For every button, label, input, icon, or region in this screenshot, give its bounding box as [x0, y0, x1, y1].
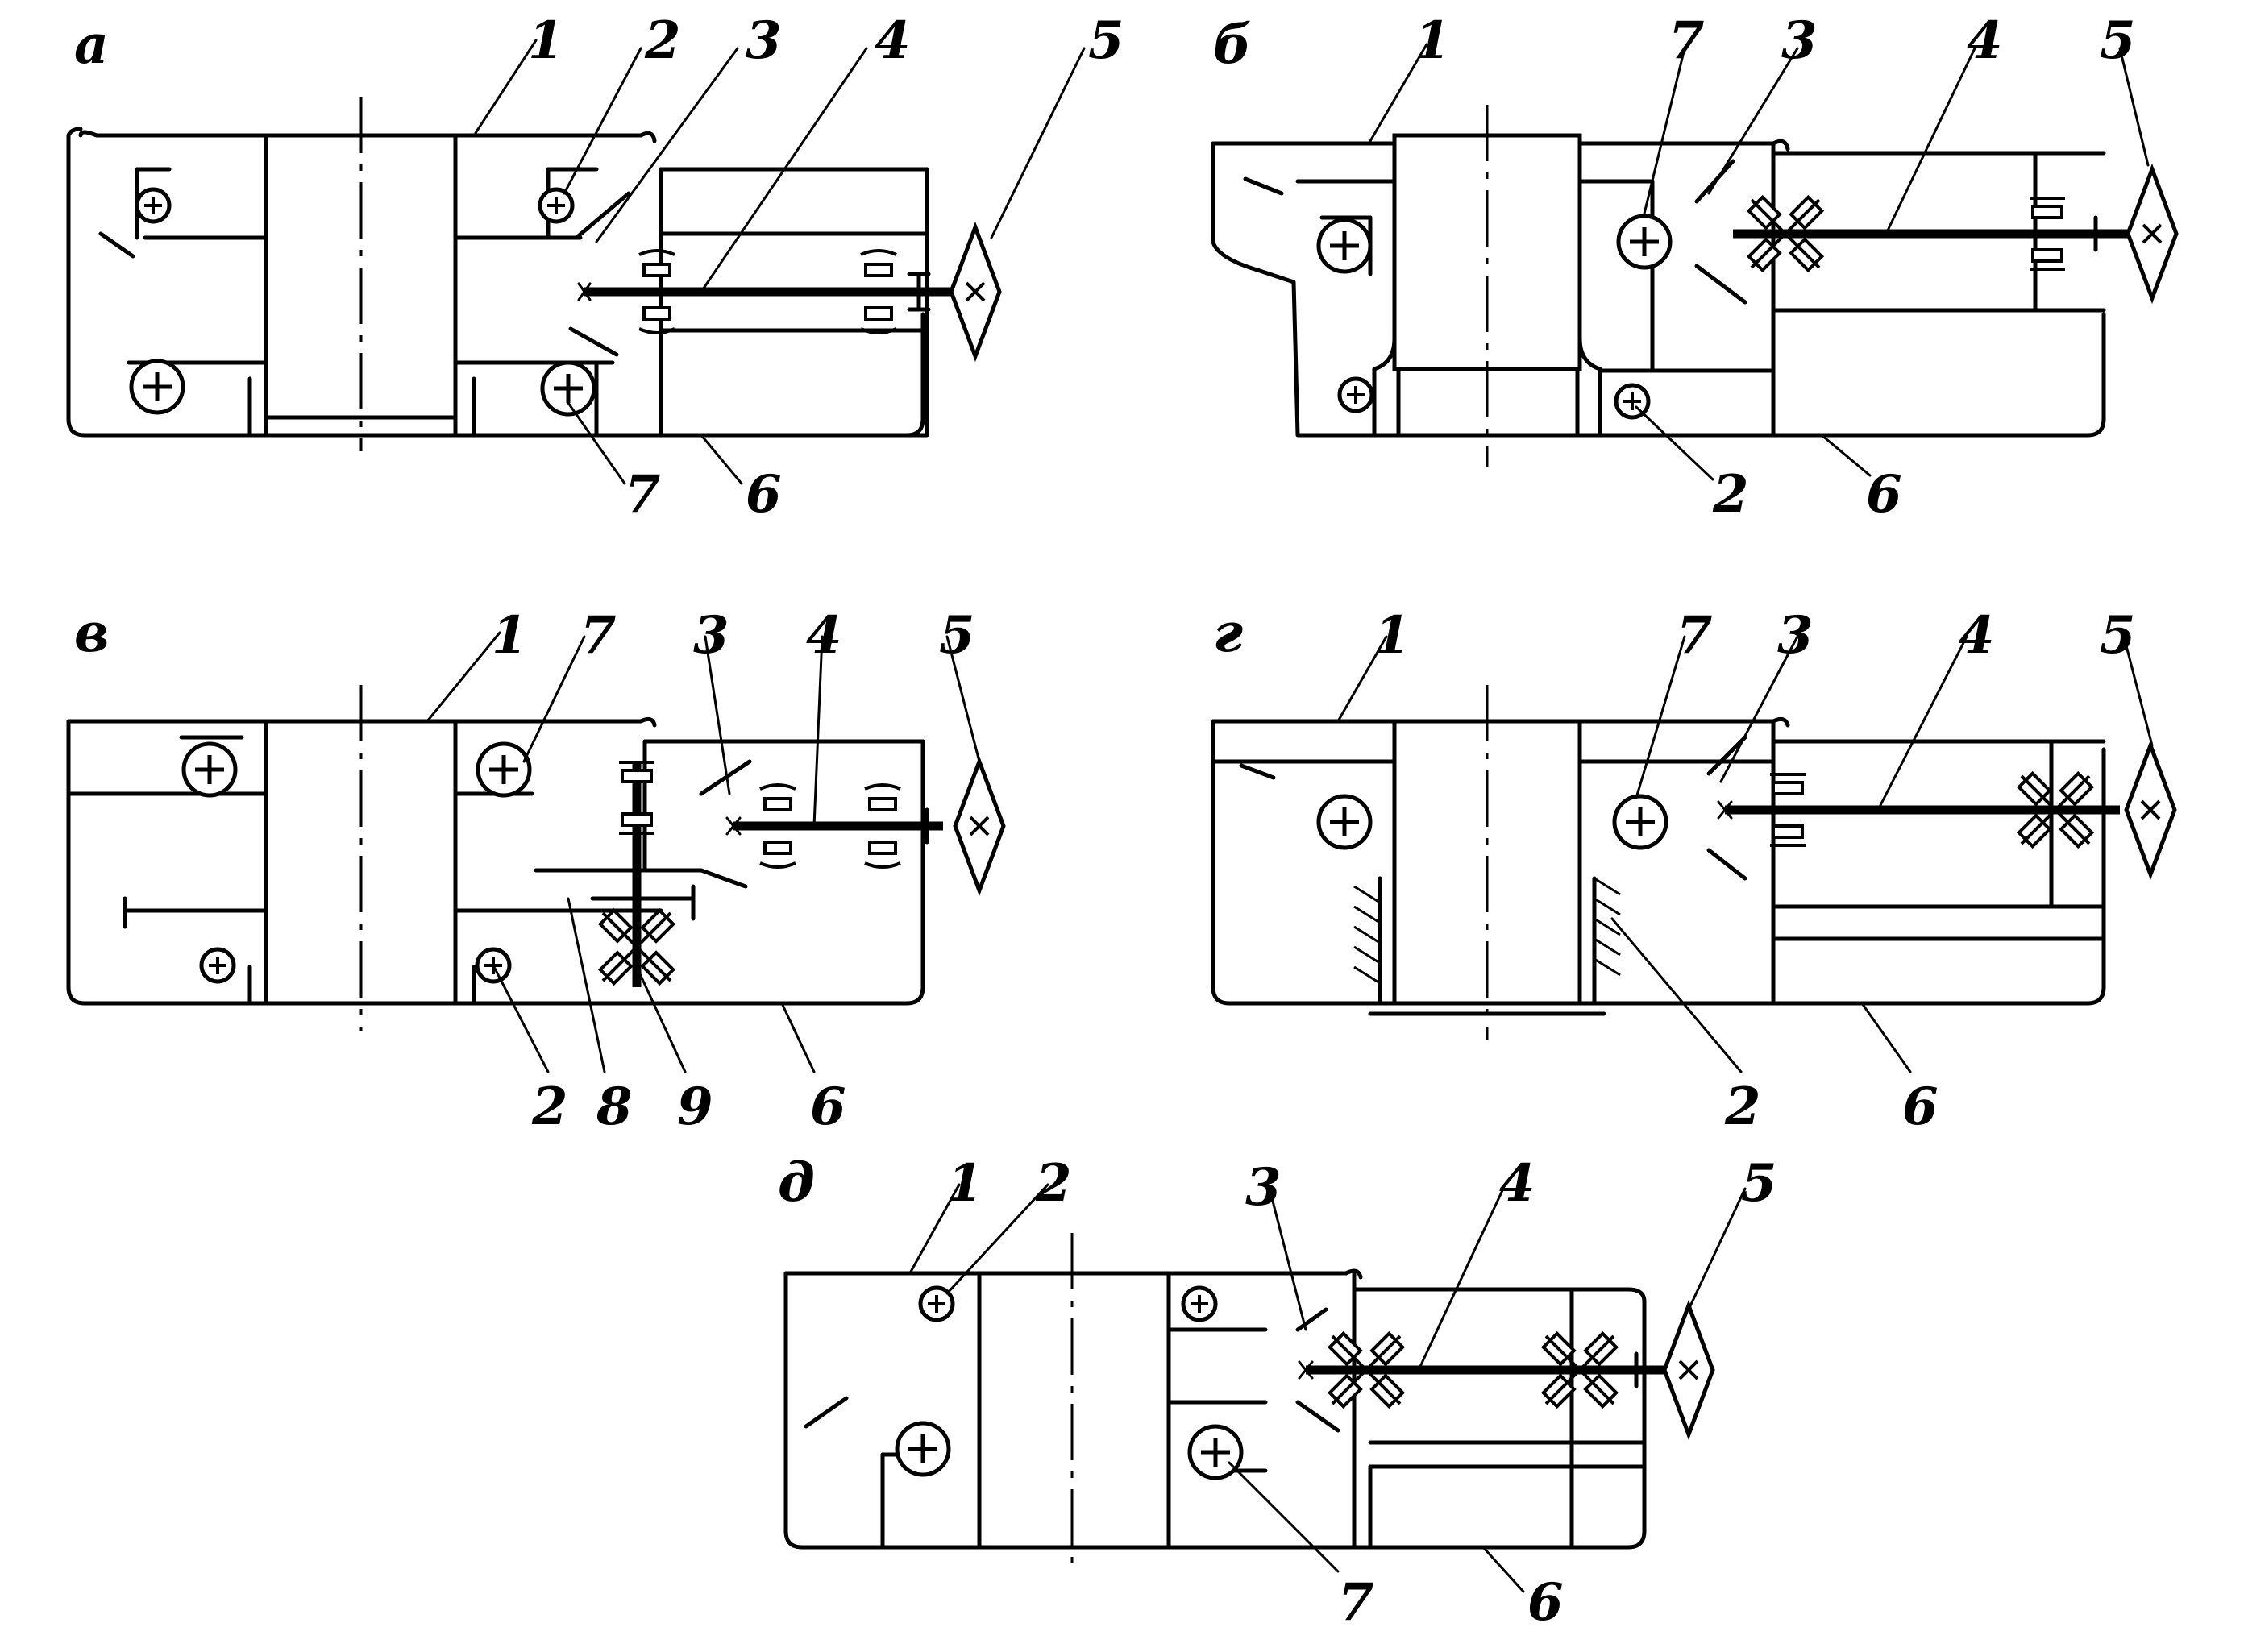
label-g-2: 2	[1724, 1077, 1761, 1137]
label-d-4: 4	[1499, 1153, 1535, 1214]
label-v-6: 6	[810, 1077, 846, 1137]
label-b-6: 6	[1866, 464, 1902, 525]
label-d-3: 3	[1245, 1157, 1282, 1218]
label-d-6: 6	[1527, 1572, 1564, 1633]
hatch-right	[1594, 877, 1621, 977]
label-v-7: 7	[580, 605, 617, 666]
panel-letter-a: а	[74, 13, 109, 76]
label-v-2: 2	[531, 1077, 568, 1137]
panel-v: в	[66, 601, 1004, 1137]
label-g-3: 3	[1777, 605, 1814, 666]
panel-d: д	[778, 1151, 1777, 1633]
hatch-left	[1353, 885, 1381, 985]
label-b-7: 7	[1668, 10, 1705, 71]
label-b-4: 4	[1967, 10, 2003, 71]
panel-letter-g: г	[1213, 601, 1243, 664]
label-a-3: 3	[746, 10, 782, 71]
panel-letter-b: б	[1213, 13, 1252, 76]
label-a-2: 2	[644, 10, 681, 71]
label-a-6: 6	[746, 464, 782, 525]
label-d-1: 1	[947, 1153, 983, 1214]
label-a-5: 5	[1088, 10, 1124, 71]
label-a-7: 7	[625, 464, 661, 525]
panel-b: б	[1211, 10, 2176, 525]
label-v-3: 3	[693, 605, 729, 666]
panel-letter-d: д	[778, 1151, 815, 1214]
label-g-7: 7	[1677, 605, 1713, 666]
label-v-1: 1	[492, 605, 528, 666]
label-v-9: 9	[677, 1077, 713, 1137]
label-b-3: 3	[1781, 10, 1818, 71]
label-b-1: 1	[1415, 10, 1451, 71]
label-g-5: 5	[2100, 605, 2136, 666]
label-d-2: 2	[1035, 1153, 1072, 1214]
label-g-6: 6	[1902, 1077, 1939, 1137]
label-v-5: 5	[939, 605, 975, 666]
label-a-1: 1	[528, 10, 564, 71]
label-d-5: 5	[1741, 1153, 1777, 1214]
label-g-1: 1	[1374, 605, 1411, 666]
label-g-4: 4	[1959, 605, 1995, 666]
label-b-2: 2	[1712, 464, 1749, 525]
label-b-5: 5	[2100, 10, 2136, 71]
panel-a: а	[66, 10, 1124, 525]
label-v-8: 8	[596, 1077, 633, 1137]
label-a-4: 4	[875, 10, 911, 71]
label-v-4: 4	[806, 605, 842, 666]
panel-letter-v: в	[74, 601, 109, 664]
label-d-7: 7	[1338, 1572, 1374, 1633]
panel-g: г	[1211, 601, 2175, 1137]
